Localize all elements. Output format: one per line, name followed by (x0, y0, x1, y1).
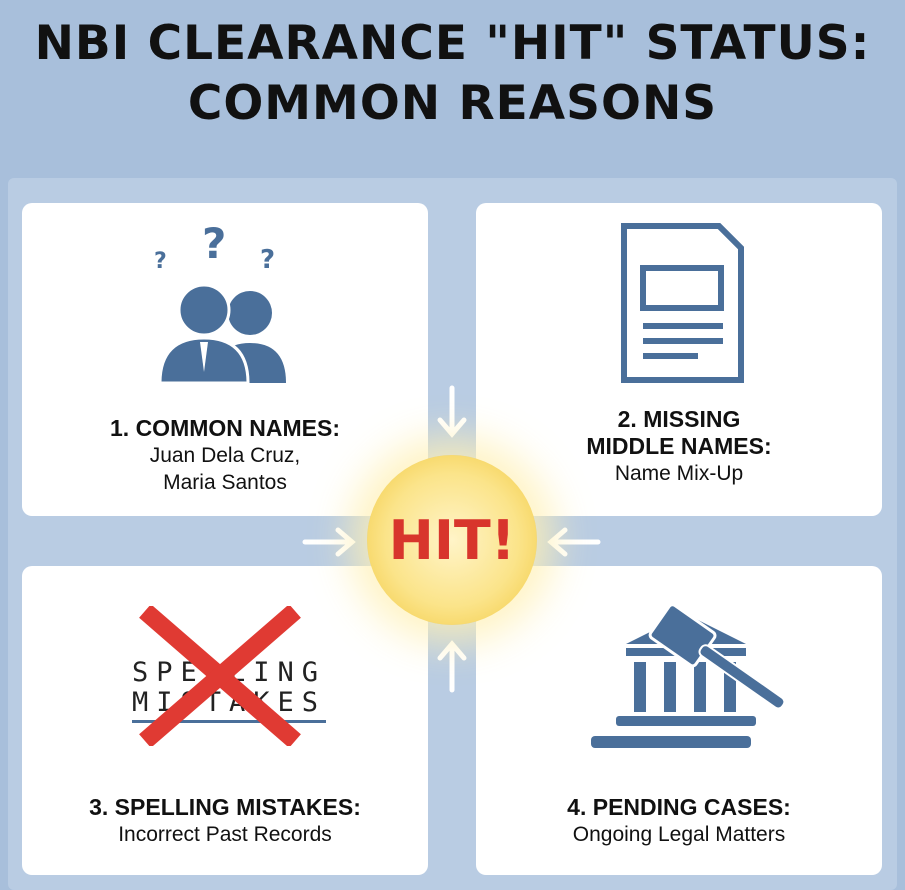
hit-badge: HIT! (367, 455, 537, 625)
card-common-names: ??? 1. COMMON NAMES: Juan Dela Cruz, Mar… (22, 203, 428, 516)
arrow-down-icon (437, 385, 467, 438)
svg-text:?: ? (154, 249, 167, 274)
svg-text:?: ? (260, 245, 275, 275)
arrow-right-icon (302, 527, 356, 557)
confused-people-icon: ??? (154, 219, 286, 385)
card-spelling-mistakes: SPELLING MISTAKES 3. SPELLING MISTAKES: … (22, 566, 428, 875)
arrow-up-icon (437, 640, 467, 693)
page-title: NBI CLEARANCE "HIT" STATUS: COMMON REASO… (34, 16, 871, 131)
arrow-left-icon (547, 527, 601, 557)
card-pending-cases: 4. PENDING CASES: Ongoing Legal Matters (476, 566, 882, 875)
card-missing-middle-names: 2. MISSING MIDDLE NAMES: Name Mix-Up (476, 203, 882, 516)
document-icon (621, 223, 744, 383)
gavel-courthouse-icon (591, 604, 786, 748)
crossed-text-icon: SPELLING MISTAKES (130, 606, 327, 746)
svg-text:?: ? (202, 219, 226, 268)
